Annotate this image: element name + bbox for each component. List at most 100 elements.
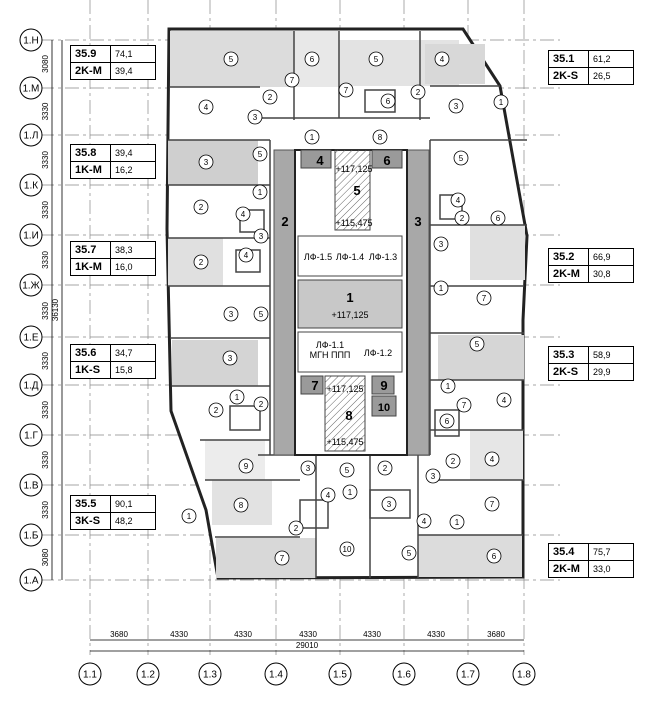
room-number: 8 bbox=[239, 501, 244, 510]
stair-bot-7-label: 7 bbox=[311, 378, 318, 393]
room-number: 2 bbox=[199, 258, 204, 267]
room-marker bbox=[262, 89, 278, 105]
apt-area: 34,7 bbox=[111, 345, 155, 362]
room-marker bbox=[496, 392, 512, 408]
room-marker bbox=[208, 402, 224, 418]
room-number: 6 bbox=[386, 97, 391, 106]
room-marker bbox=[486, 548, 502, 564]
corridor-right bbox=[406, 149, 430, 456]
room-number: 7 bbox=[482, 294, 487, 303]
stair-bot-9 bbox=[371, 375, 395, 395]
room-number: 2 bbox=[199, 203, 204, 212]
dim-label-total: 29010 bbox=[296, 641, 319, 650]
lift-row bbox=[297, 235, 403, 277]
axis-label-col: 1.7 bbox=[461, 670, 475, 681]
room-marker bbox=[450, 192, 466, 208]
room-number: 2 bbox=[259, 400, 264, 409]
apt-35-1-zone bbox=[425, 44, 485, 84]
axis-label-col: 1.1 bbox=[83, 670, 97, 681]
axis-bubble-row bbox=[19, 568, 43, 592]
dim-label: 4330 bbox=[170, 630, 188, 639]
stair-bot-10 bbox=[371, 395, 397, 417]
apt-35-6-zone bbox=[172, 340, 258, 386]
dim-label: 3330 bbox=[41, 401, 50, 419]
apt-area: 66,9 bbox=[589, 249, 633, 266]
room-number: 3 bbox=[204, 158, 209, 167]
apt-type: 2K-S bbox=[549, 68, 589, 84]
room-marker bbox=[445, 453, 461, 469]
axis-bubble-col bbox=[264, 662, 288, 686]
room-marker bbox=[380, 93, 396, 109]
dim-label: 3080 bbox=[41, 548, 50, 566]
room-marker bbox=[198, 99, 214, 115]
apt-number: 35.9 bbox=[71, 46, 111, 63]
room-number: 1 bbox=[187, 512, 192, 521]
room-marker bbox=[235, 206, 251, 222]
lift-fire bbox=[297, 331, 403, 373]
room-marker bbox=[454, 210, 470, 226]
room-marker bbox=[320, 487, 336, 503]
dim-label: 3680 bbox=[487, 630, 505, 639]
apartment-zones bbox=[168, 31, 525, 578]
apt-area: 74,1 bbox=[111, 46, 155, 63]
room-number: 1 bbox=[348, 488, 353, 497]
room-number: 2 bbox=[460, 214, 465, 223]
room-number: 5 bbox=[374, 55, 379, 64]
room-number: 2 bbox=[268, 93, 273, 102]
dim-label: 4330 bbox=[427, 630, 445, 639]
room-number: 4 bbox=[326, 491, 331, 500]
room-number: 10 bbox=[343, 545, 352, 554]
room-number: 3 bbox=[439, 240, 444, 249]
room-marker bbox=[440, 378, 456, 394]
apt-area: 58,9 bbox=[589, 347, 633, 364]
dim-label: 3330 bbox=[41, 102, 50, 120]
lift-label: МГН ППП bbox=[310, 350, 351, 360]
room-number: 3 bbox=[306, 464, 311, 473]
stair-top-4-label: 4 bbox=[316, 153, 324, 168]
room-number: 1 bbox=[499, 98, 504, 107]
room-marker bbox=[253, 396, 269, 412]
axis-label-row: 1.Г bbox=[24, 431, 38, 442]
lift-label: ЛФ-1.3 bbox=[369, 252, 397, 262]
apt-box-35-3: 35.3 58,9 2K-S 29,9 bbox=[548, 346, 634, 381]
dim-label: 3330 bbox=[41, 302, 50, 320]
axis-label-row: 1.А bbox=[23, 576, 38, 587]
stair-top bbox=[334, 149, 371, 231]
apt-number: 35.4 bbox=[549, 544, 589, 561]
axis-bubble-col bbox=[392, 662, 416, 686]
room-number: 5 bbox=[459, 154, 464, 163]
room-number: 3 bbox=[229, 310, 234, 319]
axis-bubble-col bbox=[456, 662, 480, 686]
axis-bubble-row bbox=[19, 28, 43, 52]
apt-35-2-zone bbox=[470, 225, 525, 280]
room-marker bbox=[253, 306, 269, 322]
stair-bot-elev-hi: +117,125 bbox=[326, 384, 363, 394]
apt-number: 35.6 bbox=[71, 345, 111, 362]
room-number: 2 bbox=[383, 464, 388, 473]
apt-zone bbox=[205, 440, 265, 480]
apt-box-35-5: 35.5 90,1 3K-S 48,2 bbox=[70, 495, 156, 530]
dim-label: 3680 bbox=[110, 630, 128, 639]
axis-bubble-row bbox=[19, 423, 43, 447]
room-marker bbox=[484, 496, 500, 512]
room-number: 2 bbox=[416, 88, 421, 97]
room-marker bbox=[252, 146, 268, 162]
axis-label-col: 1.6 bbox=[397, 670, 411, 681]
axis-label-col: 1.5 bbox=[333, 670, 347, 681]
apt-type: 2K-M bbox=[71, 63, 111, 79]
room-marker bbox=[381, 496, 397, 512]
room-marker bbox=[433, 236, 449, 252]
axis-label-row: 1.В bbox=[23, 481, 38, 492]
room-marker bbox=[372, 129, 388, 145]
room-number: 4 bbox=[241, 210, 246, 219]
room-number: 7 bbox=[490, 500, 495, 509]
stair-top-elev-hi: +117,125 bbox=[335, 164, 372, 174]
hall-1 bbox=[297, 279, 403, 329]
stair-top-elev-lo: +115,475 bbox=[335, 218, 372, 228]
axis-label-row: 1.Л bbox=[24, 131, 39, 142]
dimensions: 3080333033303330333033303330333033303330… bbox=[41, 40, 524, 652]
dim-label: 3330 bbox=[41, 251, 50, 269]
stair-top-4 bbox=[300, 149, 332, 169]
room-number: 1 bbox=[258, 188, 263, 197]
